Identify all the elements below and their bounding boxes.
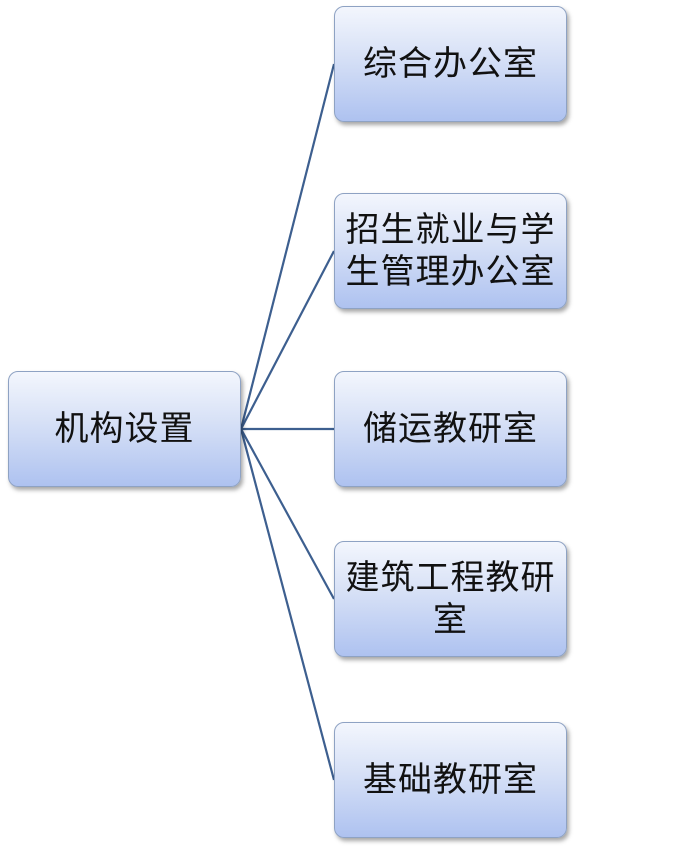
node-general-office: 综合办公室 bbox=[334, 6, 567, 122]
connector-to-basic-teaching-office bbox=[239, 428, 336, 781]
node-label: 储运教研室 bbox=[363, 409, 538, 449]
node-construction-engineering-teaching-office: 建筑工程教研室 bbox=[334, 541, 567, 657]
node-storage-transport-teaching-office: 储运教研室 bbox=[334, 371, 567, 487]
node-basic-teaching-office: 基础教研室 bbox=[334, 722, 567, 838]
connector-to-construction-teaching-office bbox=[240, 428, 335, 600]
node-label: 基础教研室 bbox=[363, 760, 538, 800]
node-label: 建筑工程教研室 bbox=[345, 558, 556, 640]
connector-to-admissions-office bbox=[240, 250, 335, 430]
node-admissions-employment-student-office: 招生就业与学生管理办公室 bbox=[334, 193, 567, 309]
node-label: 招生就业与学生管理办公室 bbox=[345, 210, 556, 292]
node-label: 综合办公室 bbox=[363, 44, 538, 84]
connector-to-general-office bbox=[239, 63, 336, 430]
root-node-organization-setup: 机构设置 bbox=[8, 371, 241, 487]
root-node-label: 机构设置 bbox=[54, 409, 195, 449]
